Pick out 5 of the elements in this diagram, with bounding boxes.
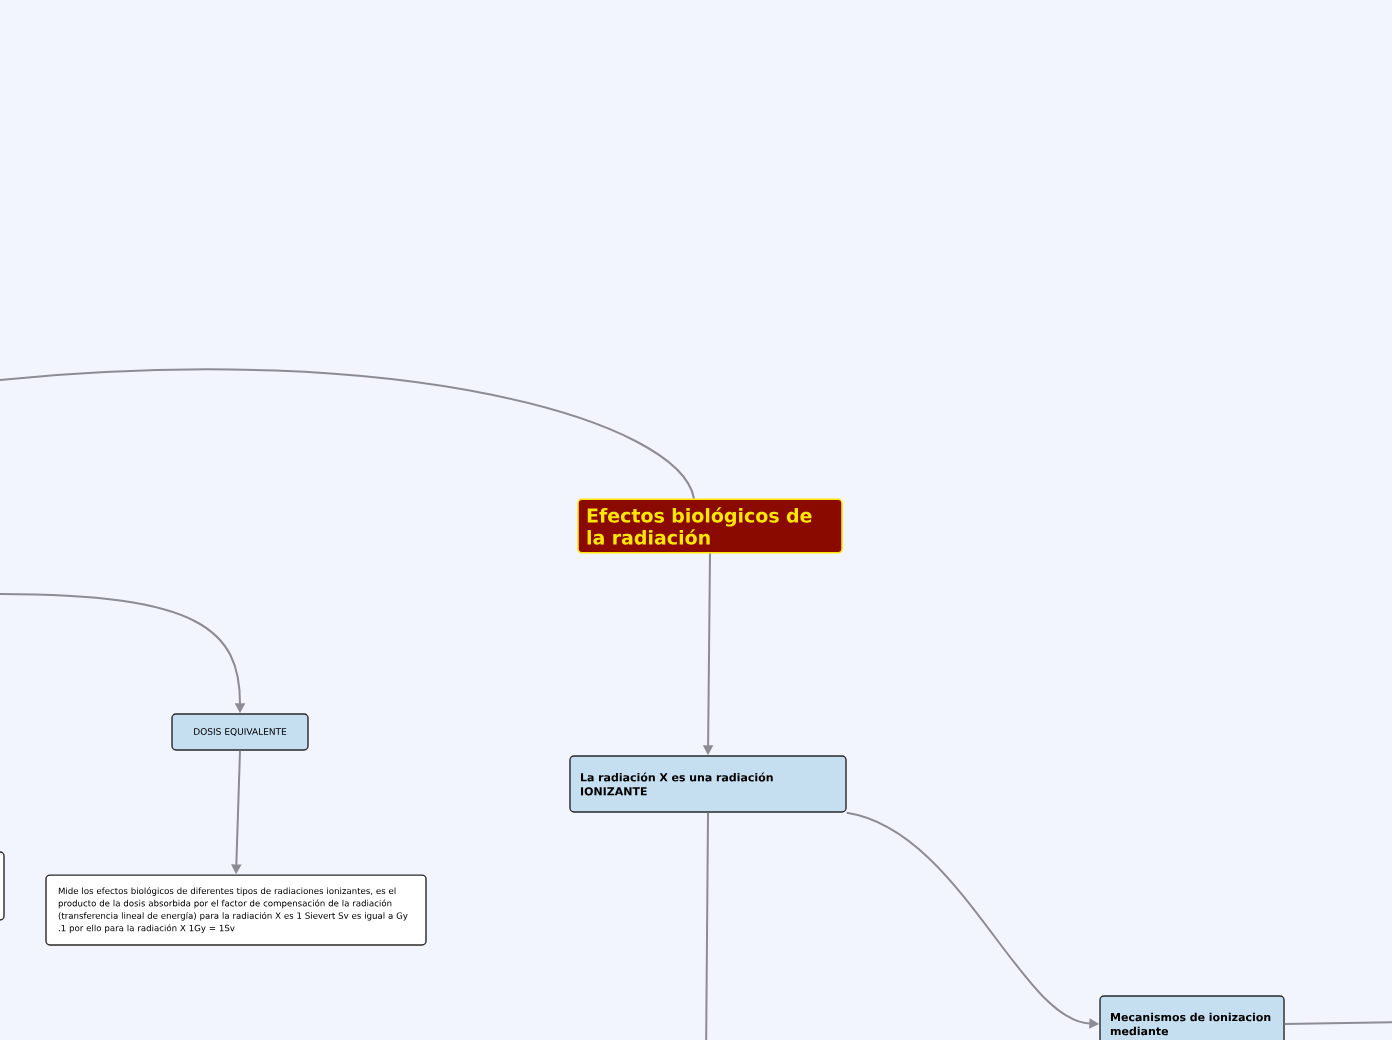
title-box: Efectos biológicos de la radiación	[577, 498, 843, 554]
box	[0, 851, 5, 921]
connector	[705, 811, 709, 1040]
connector	[1283, 1021, 1392, 1025]
connector	[0, 368, 695, 500]
